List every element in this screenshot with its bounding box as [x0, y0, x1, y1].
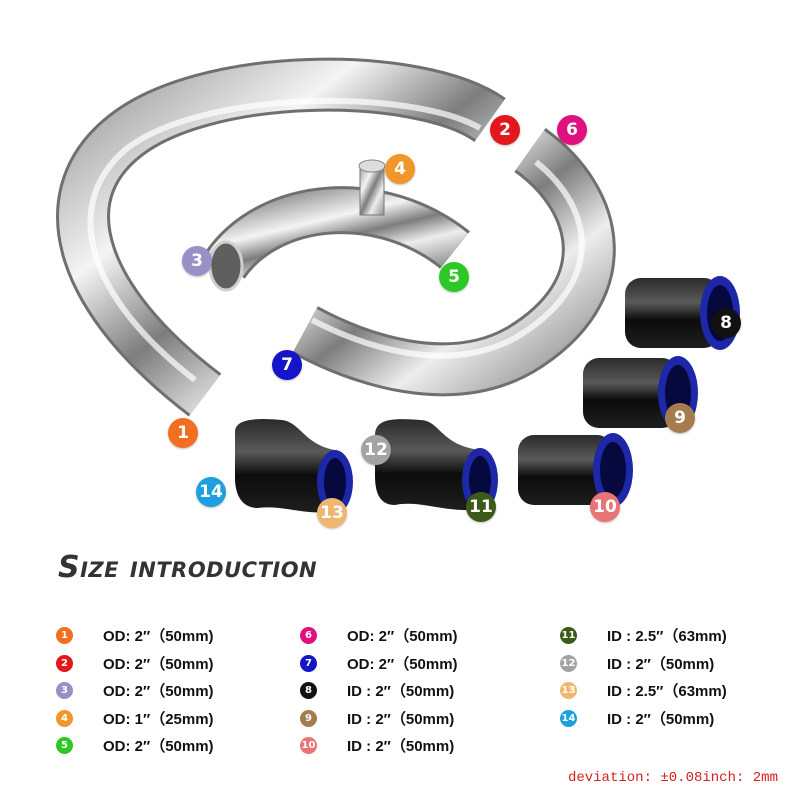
- spec-item: 10 ID : 2″（50mm): [300, 732, 458, 760]
- spec-number: 10: [300, 737, 317, 755]
- spec-item: 12 ID : 2″（50mm): [560, 650, 727, 678]
- deviation-note: deviation: ±0.08inch: 2mm: [567, 770, 778, 786]
- badge-6: 6: [557, 115, 587, 145]
- spec-text: OD: 2″（50mm): [103, 628, 214, 646]
- spec-text: OD: 2″（50mm): [103, 683, 214, 701]
- product-photo: [56, 57, 740, 514]
- pipe-6-7: [292, 128, 616, 397]
- spec-item: 2 OD: 2″（50mm): [56, 650, 214, 678]
- spec-item: 14 ID : 2″（50mm): [560, 705, 727, 733]
- badge-7: 7: [272, 350, 302, 380]
- spec-text: ID : 2″（50mm): [347, 710, 455, 728]
- spec-item: 7 OD: 2″（50mm): [300, 650, 458, 678]
- badge-9: 9: [665, 403, 695, 433]
- spec-number: 8: [300, 682, 317, 700]
- badge-5: 5: [439, 262, 469, 292]
- badge-12: 12: [361, 435, 391, 465]
- spec-number: 3: [56, 682, 73, 700]
- spec-text: OD: 2″（50mm): [103, 738, 214, 756]
- badge-10: 10: [590, 492, 620, 522]
- spec-number: 9: [300, 709, 317, 727]
- spec-item: 8 ID : 2″（50mm): [300, 677, 458, 705]
- badge-8: 8: [711, 308, 741, 338]
- spec-item: 5 OD: 2″（50mm): [56, 732, 214, 760]
- spec-text: ID : 2″（50mm): [347, 738, 455, 756]
- spec-item: 9 ID : 2″（50mm): [300, 705, 458, 733]
- spec-text: ID : 2″（50mm): [607, 710, 715, 728]
- spec-text: ID : 2″（50mm): [607, 655, 715, 673]
- spec-text: ID : 2.5″（63mm): [607, 628, 727, 646]
- spec-item: 6 OD: 2″（50mm): [300, 622, 458, 650]
- spec-number: 11: [560, 627, 577, 645]
- spec-item: 13 ID : 2.5″（63mm): [560, 677, 727, 705]
- coupler-10: [518, 433, 633, 507]
- spec-number: 6: [300, 627, 317, 645]
- badge-1: 1: [168, 418, 198, 448]
- spec-number: 14: [560, 709, 577, 727]
- spec-text: OD: 1″（25mm): [103, 710, 214, 728]
- badge-11: 11: [466, 492, 496, 522]
- spec-number: 5: [56, 737, 73, 755]
- spec-item: 3 OD: 2″（50mm): [56, 677, 214, 705]
- spec-text: OD: 2″（50mm): [347, 655, 458, 673]
- spec-item: 4 OD: 1″（25mm): [56, 705, 214, 733]
- spec-text: OD: 2″（50mm): [103, 655, 214, 673]
- spec-item: 11 ID : 2.5″（63mm): [560, 622, 727, 650]
- spec-text: OD: 2″（50mm): [347, 628, 458, 646]
- spec-number: 13: [560, 682, 577, 700]
- spec-number: 4: [56, 709, 73, 727]
- spec-text: ID : 2.5″（63mm): [607, 683, 727, 701]
- pipe-1-2: [56, 57, 506, 417]
- spec-item: 1 OD: 2″（50mm): [56, 622, 214, 650]
- badge-2: 2: [490, 115, 520, 145]
- badge-4: 4: [385, 154, 415, 184]
- spec-number: 2: [56, 654, 73, 672]
- spec-number: 12: [560, 654, 577, 672]
- spec-number: 7: [300, 654, 317, 672]
- section-title: Size introduction: [58, 550, 318, 585]
- spec-number: 1: [56, 627, 73, 645]
- badge-14: 14: [196, 477, 226, 507]
- badge-3: 3: [182, 246, 212, 276]
- badge-13: 13: [317, 498, 347, 528]
- pipe-3-5: [205, 159, 470, 292]
- spec-text: ID : 2″（50mm): [347, 683, 455, 701]
- spec-column-3: 11 ID : 2.5″（63mm) 12 ID : 2″（50mm) 13 ID :…: [560, 622, 727, 732]
